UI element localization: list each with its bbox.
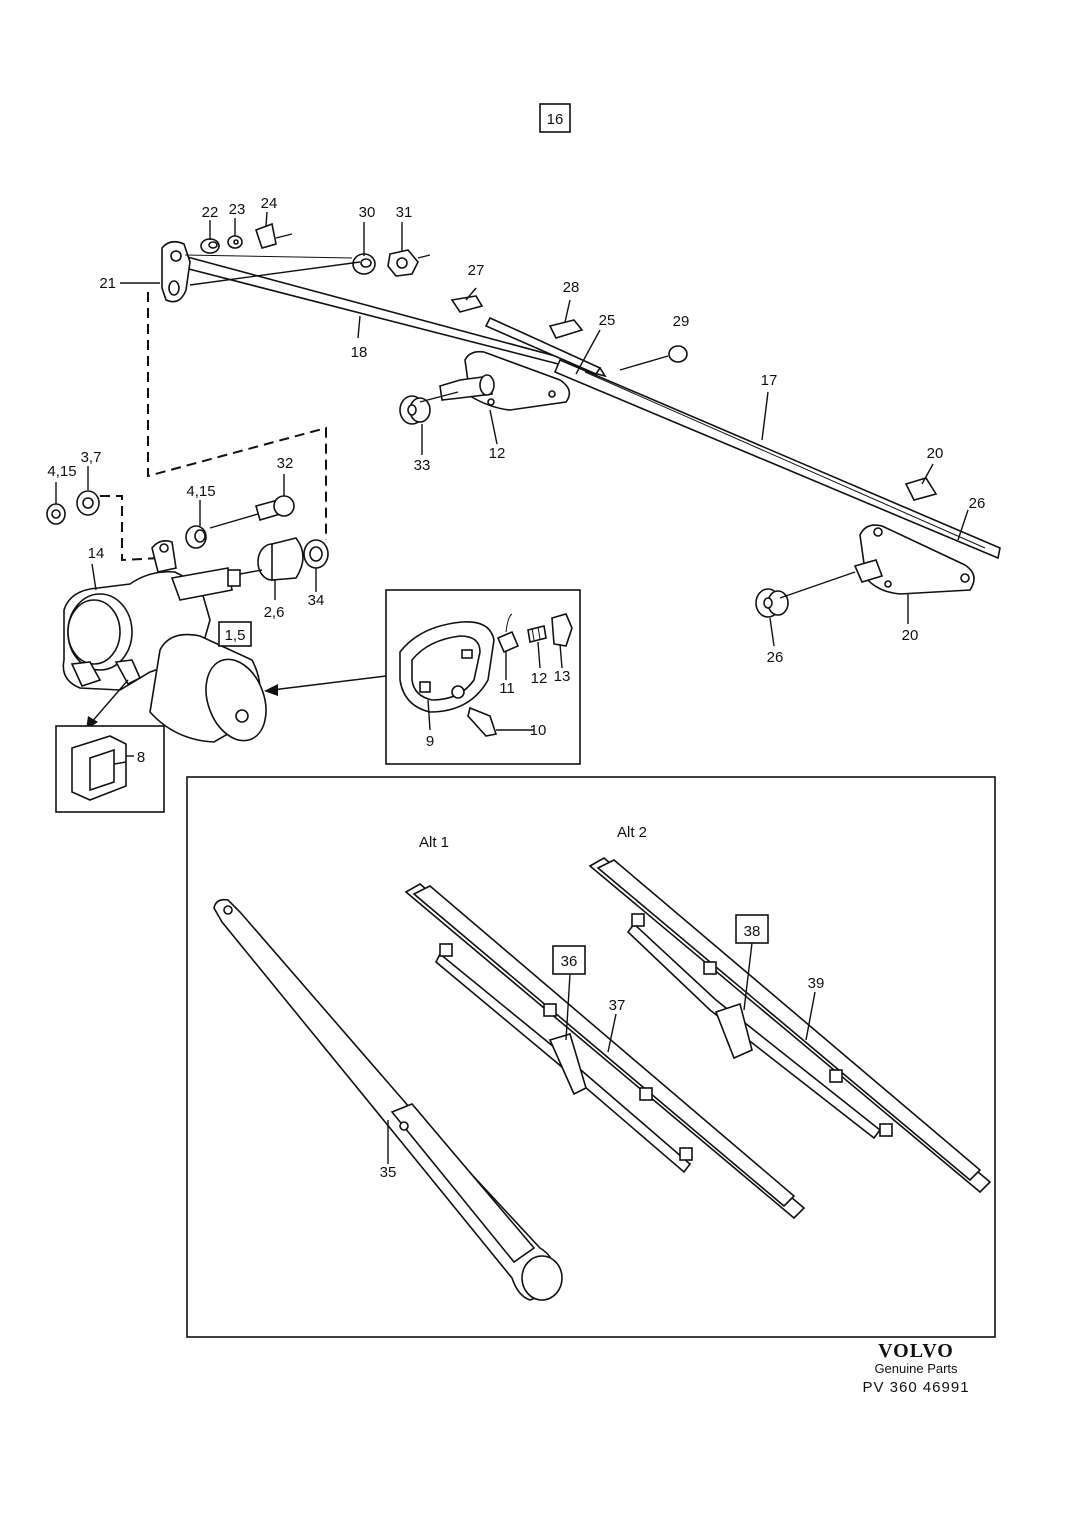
label-24: 24 [261,195,278,212]
label-18: 18 [351,344,368,361]
label-3-7: 3,7 [81,449,102,466]
brand-subtitle: Genuine Parts [874,1361,958,1376]
wiper-motor-assembly [46,490,329,743]
nut-22 [200,238,220,254]
label-39: 39 [808,975,825,992]
label-21: 21 [99,275,116,292]
rod-17 [553,358,1001,560]
screw-29 [619,345,688,371]
label-26c: 26 [767,649,784,666]
label-17: 17 [761,372,778,389]
label-25: 25 [599,312,616,329]
pivot-bracket-12 [464,350,571,411]
label-28: 28 [563,279,580,296]
label-12a: 12 [489,445,506,462]
wiper-blades-box [186,776,996,1338]
label-22: 22 [202,204,219,221]
washer-23 [227,235,243,249]
bolt-32 [209,495,295,529]
wiper-arm-35 [213,898,563,1301]
label-32: 32 [277,455,294,472]
grommet-26 [755,571,856,618]
clip-28 [548,299,584,339]
grommet-33 [399,391,459,425]
nut-4-15-a [46,503,66,525]
label-alt1: Alt 1 [419,834,449,851]
label-11: 11 [499,680,515,697]
label-20a: 20 [927,445,944,462]
clip-20 [904,477,938,501]
washer-30 [352,253,376,275]
label-10: 10 [530,722,547,739]
brush-assembly-inset [385,589,581,765]
dashed-connector [147,292,327,540]
label-26a: 26 [969,495,986,512]
footer: VOLVO Genuine Parts PV 360 46991 [862,1340,969,1396]
brush-11 [496,613,520,654]
nut-34 [303,539,329,569]
label-14: 14 [88,545,105,562]
label-27: 27 [468,262,485,279]
grommet-2-6 [257,537,304,581]
label-8: 8 [137,749,145,766]
spring-12 [527,625,547,643]
label-alt2: Alt 2 [617,824,647,841]
connector-box-8 [55,725,165,813]
label-20b: 20 [902,627,919,644]
label-23: 23 [229,201,246,218]
page-number: 16 [547,111,564,128]
label-4-15a: 4,15 [47,463,76,480]
clip-24 [254,222,293,249]
pivot-bracket-20 [859,524,975,595]
reference-number: PV 360 46991 [862,1379,969,1396]
wiper-blade-37 [404,883,806,1220]
label-4-15b: 4,15 [186,483,215,500]
bushing-3-7 [76,490,100,516]
label-2-6: 2,6 [264,604,285,621]
label-29: 29 [673,313,690,330]
page-number-box: 16 [539,103,571,133]
label-13: 13 [554,668,571,685]
rod-18 [178,253,607,378]
label-9: 9 [426,733,434,750]
nut-31 [387,249,431,277]
label-36: 36 [561,953,578,970]
label-37: 37 [609,997,626,1014]
bushing-4-15-b [185,525,207,549]
brand-logo: VOLVO [878,1340,954,1362]
label-31: 31 [396,204,413,221]
label-1-5: 1,5 [225,627,246,644]
label-38: 38 [744,923,761,940]
pin-10 [467,706,534,737]
clip-13 [551,613,573,647]
part-labels: 22 23 24 30 31 21 18 27 28 25 29 17 33 1… [47,195,985,1181]
wiper-blade-39 [588,857,992,1194]
label-33: 33 [414,457,431,474]
label-34: 34 [308,592,325,609]
label-12b: 12 [531,670,548,687]
label-30: 30 [359,204,376,221]
clip-27 [450,287,484,313]
linkage-assembly [120,222,1001,618]
label-35: 35 [380,1164,397,1181]
